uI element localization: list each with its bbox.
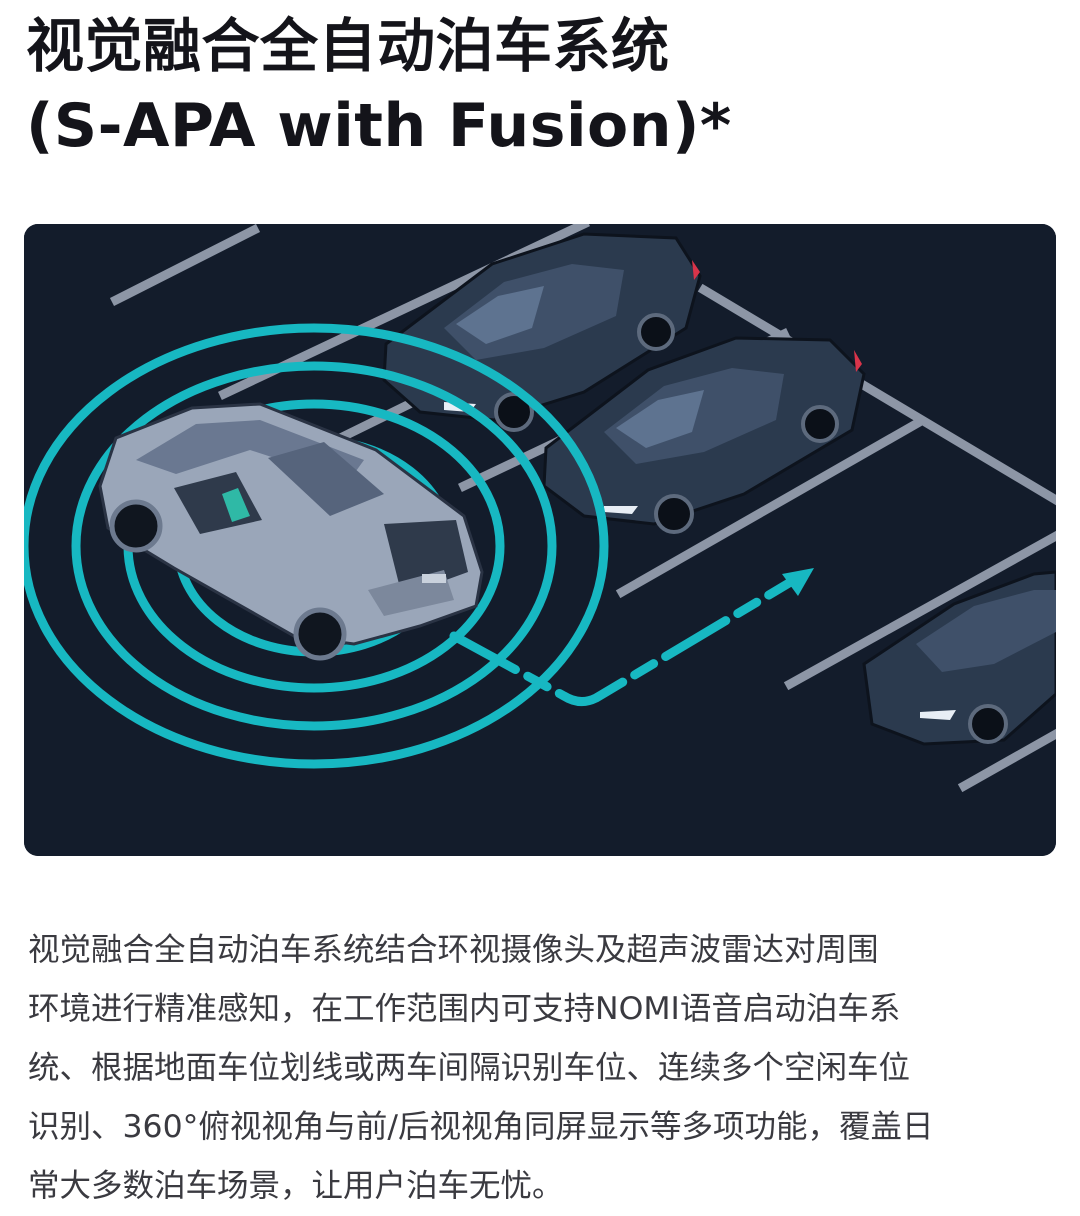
parking-stop-line <box>697 283 1056 506</box>
sunroof <box>268 442 384 516</box>
parking-line-7 <box>957 728 1056 793</box>
parked-car-2 <box>542 336 866 534</box>
rear-wheel <box>293 607 347 661</box>
driver <box>222 488 250 522</box>
description-line-4: 识别、360°俯视视角与前/后视视角同屏显示等多项功能，覆盖日 <box>28 1109 934 1145</box>
ego-suv <box>98 402 484 661</box>
description-line-1: 视觉融合全自动泊车系统结合环视摄像头及超声波雷达对周围 <box>28 932 879 968</box>
feature-description: 视觉融合全自动泊车系统结合环视摄像头及超声波雷达对周围 环境进行精准感知，在工作… <box>28 921 1058 1216</box>
sensor-ring-2 <box>71 361 557 731</box>
description-line-2: 环境进行精准感知，在工作范围内可支持NOMI语音启动泊车系 <box>28 991 901 1027</box>
trajectory-arrowhead <box>782 568 814 596</box>
parking-scene-svg <box>24 224 1056 856</box>
description-line-5: 常大多数泊车场景，让用户泊车无忧。 <box>28 1168 564 1204</box>
parked-car-3 <box>862 570 1056 746</box>
parking-line-1 <box>109 224 261 307</box>
title-line-2: (S-APA with Fusion)* <box>26 91 732 161</box>
sensor-ring-1 <box>24 323 609 769</box>
page-title: 视觉融合全自动泊车系统 (S-APA with Fusion)* <box>26 6 1056 166</box>
parking-line-5 <box>615 417 923 599</box>
trajectory-path <box>449 575 799 706</box>
rear-window <box>384 520 468 596</box>
parking-illustration <box>24 224 1056 856</box>
description-line-3: 统、根据地面车位划线或两车间隔识别车位、连续多个空闲车位 <box>28 1050 911 1086</box>
license-plate <box>422 574 446 583</box>
parking-trajectory <box>449 568 814 706</box>
title-line-1: 视觉融合全自动泊车系统 <box>26 12 670 80</box>
front-wheel <box>109 499 163 553</box>
parking-line-6 <box>783 530 1056 691</box>
